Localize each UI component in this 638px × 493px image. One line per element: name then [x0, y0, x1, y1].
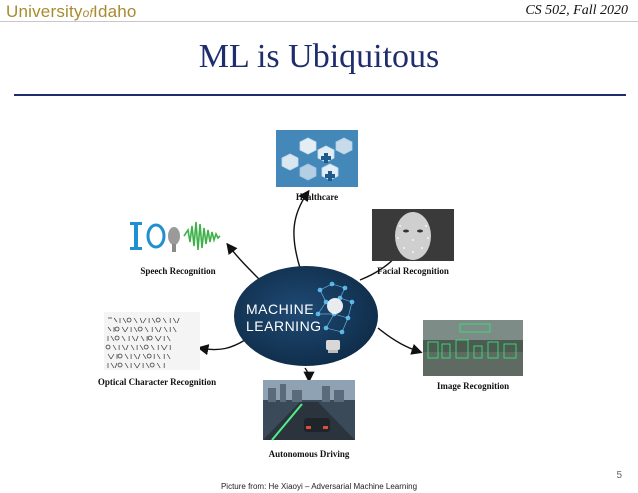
arrow-healthcare [293, 189, 310, 269]
autonomous-driving-label: Autonomous Driving [269, 449, 350, 459]
healthcare-node: Healthcare [276, 130, 358, 202]
ocr-node: Optical Character Recognition [98, 312, 216, 387]
arrow-driving [303, 367, 315, 383]
title-rule [14, 94, 626, 96]
image-credit-caption: Picture from: He Xiaoyi – Adversarial Ma… [220, 482, 418, 491]
university-logo: UniversityofIdaho [6, 2, 137, 21]
neural-head-icon [315, 281, 355, 335]
image-recognition-label: Image Recognition [437, 381, 509, 391]
lightbulb-icon [326, 340, 340, 353]
speech-recognition-node: Speech Recognition [130, 221, 221, 276]
facial-recognition-node: Facial Recognition [372, 209, 454, 276]
zero-icon [146, 223, 166, 249]
machine-learning-hub: MACHINE LEARNING [234, 266, 378, 366]
arrow-image [377, 327, 423, 355]
sound-wave-icon [183, 221, 221, 251]
hub-label-line2: LEARNING [246, 318, 322, 334]
handwritten-digits-icon [105, 317, 180, 369]
detection-boxes-icon [427, 323, 517, 359]
ocr-label: Optical Character Recognition [98, 377, 216, 387]
arrow-ocr [197, 339, 246, 356]
medical-cross-icon [321, 153, 335, 181]
share-icon [327, 298, 343, 314]
hub-label-line1: MACHINE [246, 301, 314, 317]
image-recognition-node: Image Recognition [423, 320, 523, 391]
facial-recognition-label: Facial Recognition [377, 266, 449, 276]
healthcare-label: Healthcare [296, 192, 338, 202]
binary-icon [130, 222, 142, 250]
slide-title: ML is Ubiquitous [198, 38, 440, 75]
city-skyline-icon [268, 384, 344, 402]
speech-recognition-label: Speech Recognition [140, 266, 215, 276]
microphone-icon [168, 227, 180, 252]
arrow-speech [226, 242, 263, 283]
course-label: CS 502, Fall 2020 [525, 3, 628, 18]
page-number: 5 [616, 470, 622, 481]
autonomous-driving-node: Autonomous Driving [263, 380, 355, 459]
car-icon [304, 418, 330, 432]
header-divider [0, 21, 638, 22]
